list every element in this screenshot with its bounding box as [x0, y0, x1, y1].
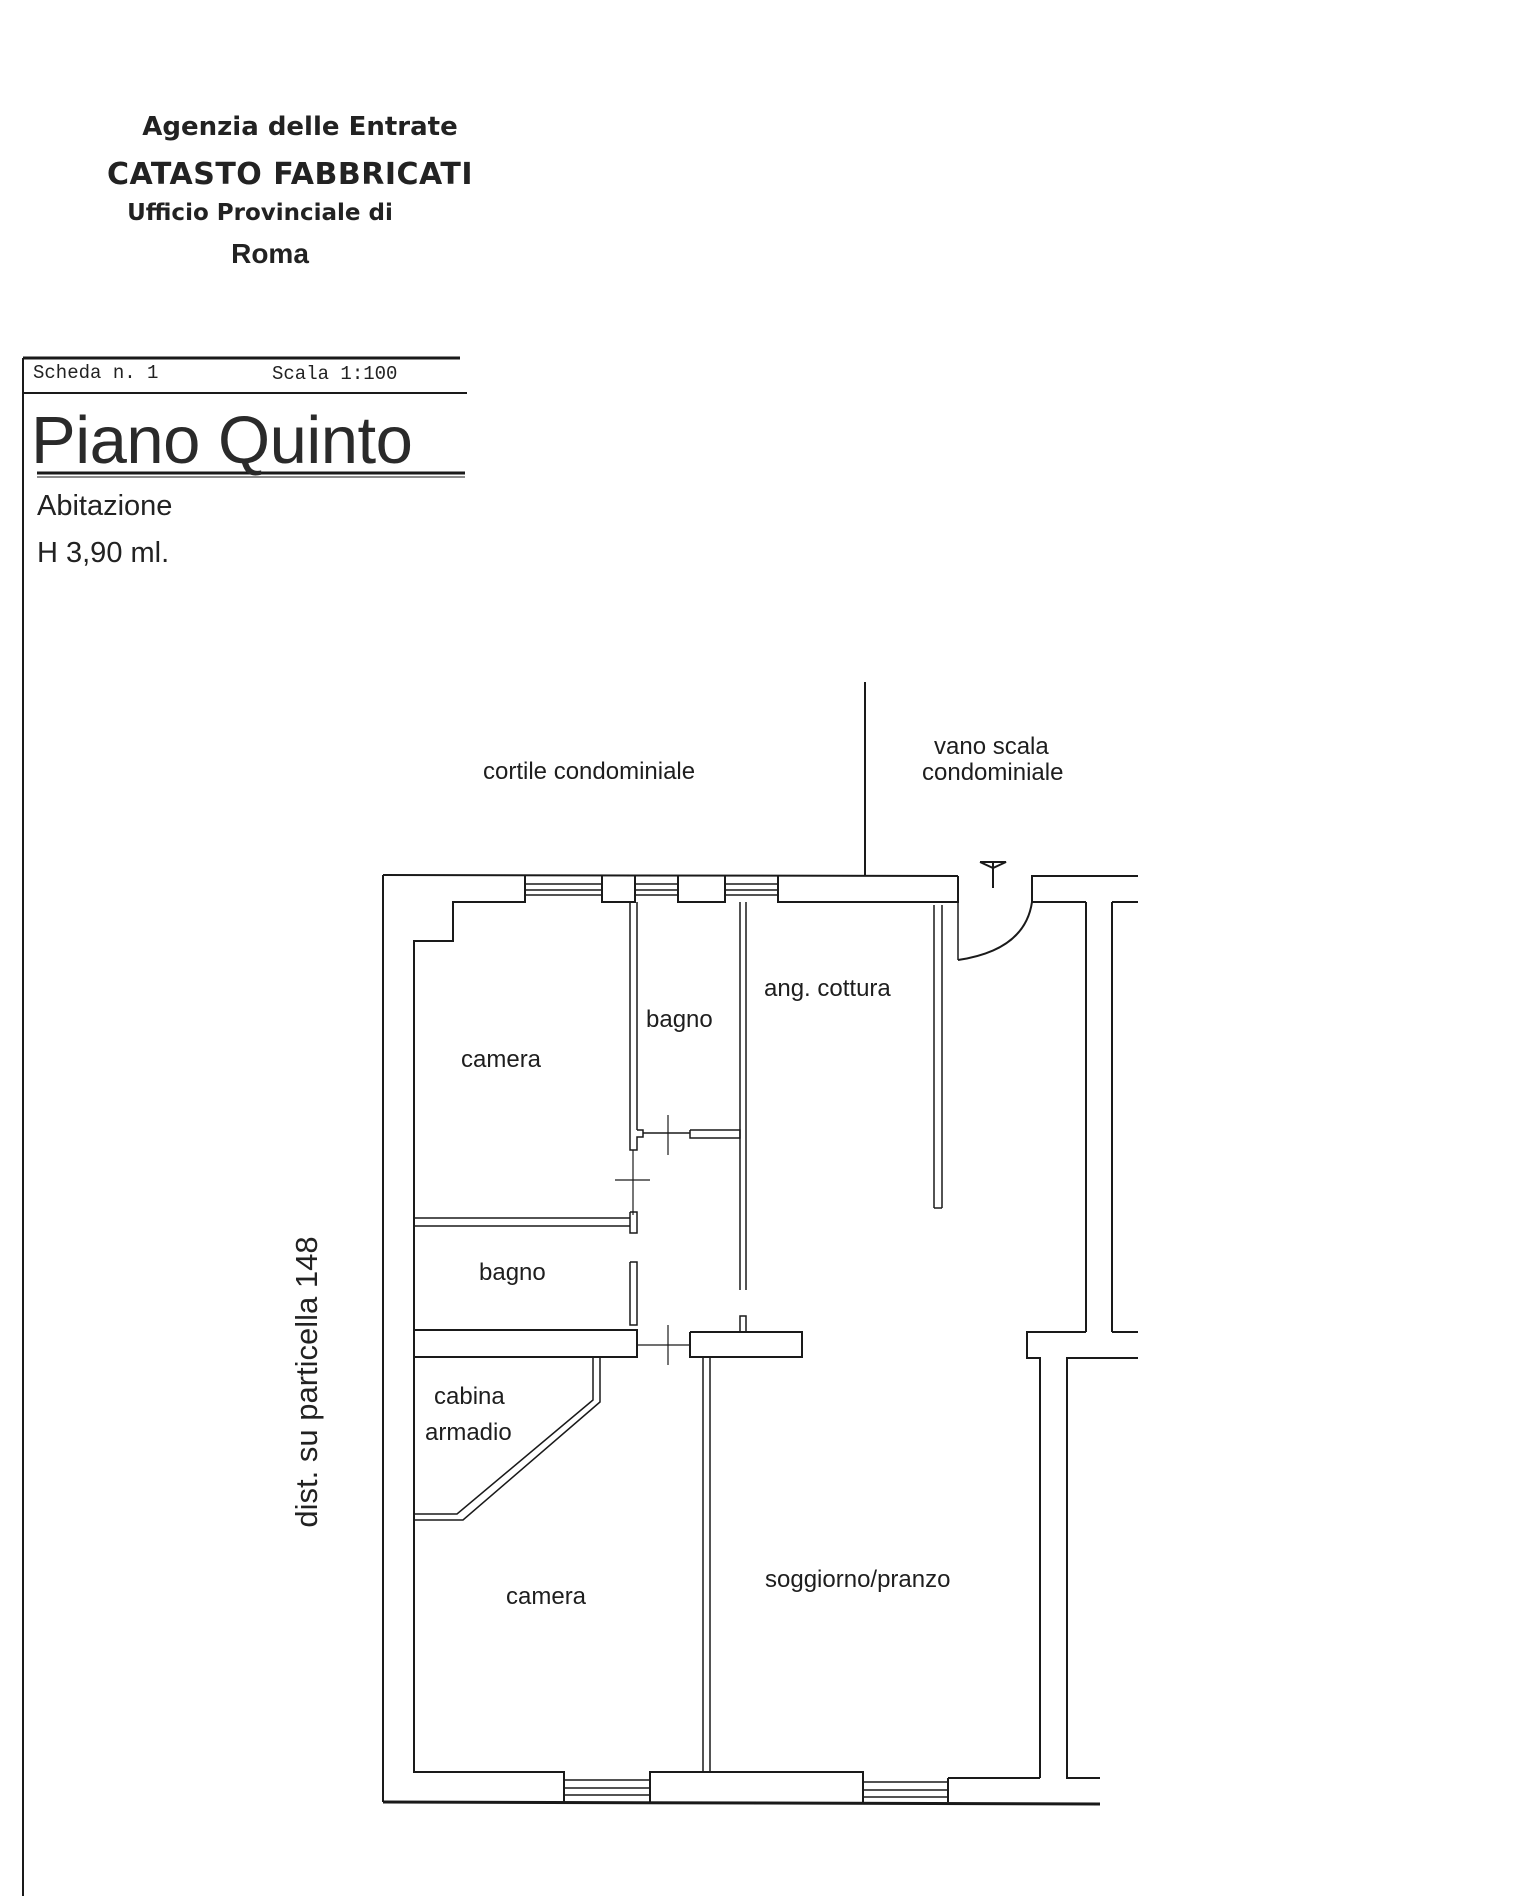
wall-right-top [1031, 875, 1138, 902]
partition-end [629, 1211, 638, 1234]
label-courtyard: cortile condominiale [483, 758, 696, 785]
partition-bagno-bottom [689, 1129, 741, 1139]
ceiling-height: H 3,90 ml. [37, 537, 170, 569]
wall-pier [777, 875, 959, 903]
room-label-bagno: bagno [646, 1006, 713, 1033]
wall-pier-bottom [649, 1771, 864, 1802]
room-label-camera: camera [461, 1046, 542, 1073]
room-label-armadio: armadio [425, 1419, 512, 1446]
room-label-cabina: cabina [434, 1383, 505, 1410]
unit-use: Abitazione [37, 490, 173, 522]
wall-right-lower [1066, 1357, 1138, 1779]
outer-wall-bottom [382, 1800, 1101, 1806]
wall-right-cross [1026, 1331, 1086, 1778]
wall-pier [601, 875, 636, 903]
label-stair-line2: condominiale [922, 759, 1064, 786]
sheet-number: Scheda n. 1 [33, 362, 159, 384]
room-label-kitchenette: ang. cottura [764, 975, 891, 1002]
wall-pier [677, 875, 726, 903]
sliding-door [629, 1261, 638, 1326]
wall-bagno-cabina [414, 1329, 638, 1358]
outer-wall-top [382, 874, 959, 877]
entry-arrow-icon [979, 861, 1007, 870]
floor-title: Piano Quinto [31, 403, 413, 478]
room-label-living-dining: soggiorno/pranzo [765, 1566, 951, 1593]
wall-stub-end [739, 1315, 747, 1332]
wall-camera-inner [413, 875, 565, 1802]
registry-name: CATASTO FABBRICATI [106, 157, 474, 192]
label-stair-line1: vano scala [934, 733, 1049, 760]
partition-cabina [414, 1357, 594, 1515]
agency-name: Agenzia delle Entrate [142, 112, 458, 142]
sheet-scale: Scala 1:100 [272, 363, 398, 385]
partition-end [629, 1129, 644, 1151]
partition-cabina [414, 1357, 601, 1521]
wall-stub [689, 1331, 803, 1358]
city-name: Roma [231, 238, 309, 269]
room-label-camera-2: camera [506, 1583, 587, 1610]
label-boundary-distance: dist. su particella 148 [289, 1236, 324, 1528]
office-name: Ufficio Provinciale di [127, 200, 393, 226]
room-label-bagno-2: bagno [479, 1259, 546, 1286]
entry-door-swing [957, 901, 1033, 961]
